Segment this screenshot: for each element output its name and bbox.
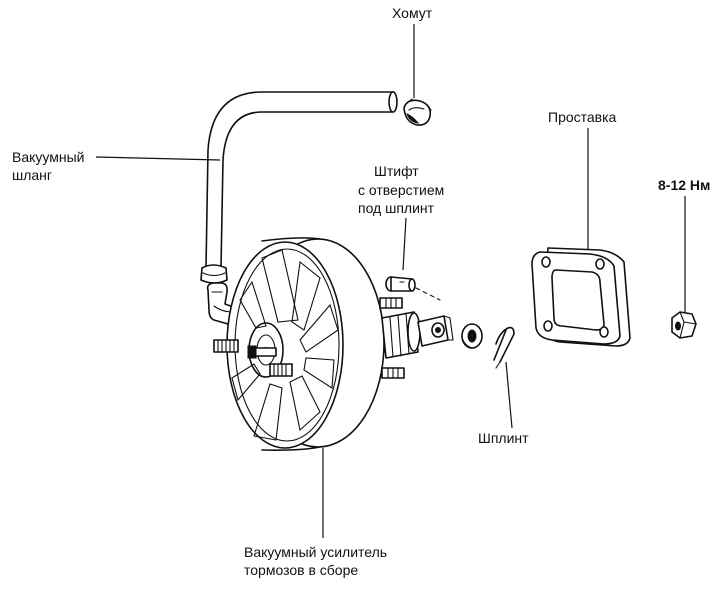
label-pin-line3: под шплинт bbox=[358, 200, 435, 216]
label-booster-line1: Вакуумный усилитель bbox=[244, 544, 387, 560]
label-vacuum-hose-line1: Вакуумный bbox=[12, 149, 85, 165]
label-torque: 8-12 Нм bbox=[658, 177, 710, 193]
label-cotter-pin: Шплинт bbox=[478, 430, 529, 446]
rear-boot bbox=[381, 311, 421, 359]
spacer-plate bbox=[531, 247, 631, 347]
label-clamp: Хомут bbox=[392, 5, 433, 21]
vacuum-hose bbox=[200, 91, 398, 284]
front-stud-left bbox=[213, 339, 239, 353]
label-pin-line1: Штифт bbox=[374, 163, 419, 179]
rear-stud-lower bbox=[381, 367, 405, 379]
cotter-pin bbox=[493, 326, 515, 369]
hose-clamp bbox=[403, 98, 432, 126]
rear-stud-upper bbox=[379, 297, 403, 309]
leader-cotter-pin bbox=[505, 361, 513, 429]
front-stud-right bbox=[269, 363, 293, 377]
washer bbox=[461, 323, 483, 349]
clevis-yoke bbox=[417, 315, 454, 347]
label-vacuum-hose-line2: шланг bbox=[12, 167, 52, 183]
clevis-pin bbox=[385, 276, 441, 301]
label-pin-line2: с отверстием bbox=[358, 182, 444, 198]
leader-vacuum-hose bbox=[95, 156, 221, 161]
front-pushrod bbox=[247, 345, 277, 359]
label-booster-line2: тормозов в сборе bbox=[244, 562, 358, 578]
brake-booster-assembly bbox=[213, 237, 454, 451]
hex-nut bbox=[671, 311, 697, 339]
leader-lines bbox=[95, 24, 686, 538]
leader-pin bbox=[402, 217, 407, 271]
label-spacer: Проставка bbox=[548, 109, 617, 125]
